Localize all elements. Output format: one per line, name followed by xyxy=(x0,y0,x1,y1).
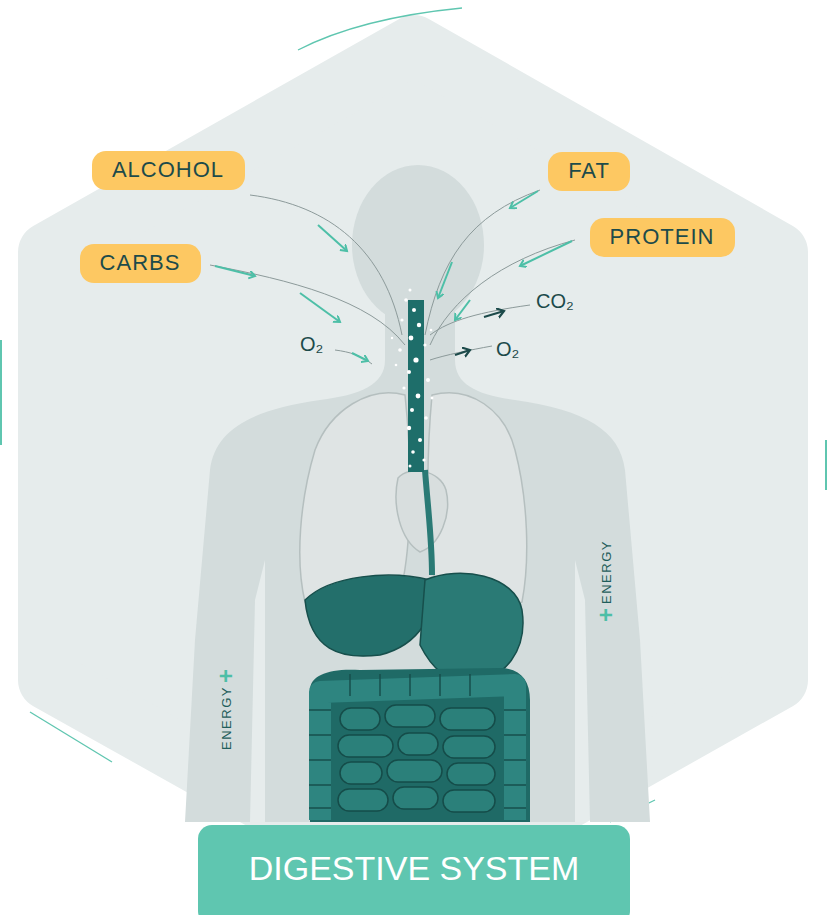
node-text: FAT xyxy=(568,158,610,184)
hexagon-ground xyxy=(48,45,778,885)
energy-label: ENERGY xyxy=(219,686,234,750)
node-text: ALCOHOL xyxy=(112,157,224,183)
deco-line xyxy=(298,8,462,50)
plus-sign: + xyxy=(592,608,620,622)
node-text: CARBS xyxy=(100,250,181,276)
energy-label: ENERGY xyxy=(599,540,614,604)
node-text: PROTEIN xyxy=(610,224,715,250)
gas-label: CO₂ xyxy=(536,290,574,313)
plus-sign: + xyxy=(212,669,240,683)
system-band: DIGESTIVE SYSTEM xyxy=(198,825,630,915)
flow-lines xyxy=(210,190,575,364)
node-text: DIGESTIVE SYSTEM xyxy=(249,849,580,888)
deco-line xyxy=(0,340,2,445)
gas-label: O₂ xyxy=(300,333,323,356)
nutrient-pill: ALCOHOL xyxy=(92,151,245,190)
gas-label: O₂ xyxy=(496,338,519,361)
flow-arrows xyxy=(215,191,572,361)
deco-line xyxy=(825,440,827,490)
digestive-organs xyxy=(305,470,530,822)
body-silhouette xyxy=(185,165,650,822)
nutrient-pill: FAT xyxy=(548,152,630,191)
deco-line xyxy=(30,712,112,762)
nutrient-pill: CARBS xyxy=(80,244,201,283)
nutrient-pill: PROTEIN xyxy=(590,218,735,257)
